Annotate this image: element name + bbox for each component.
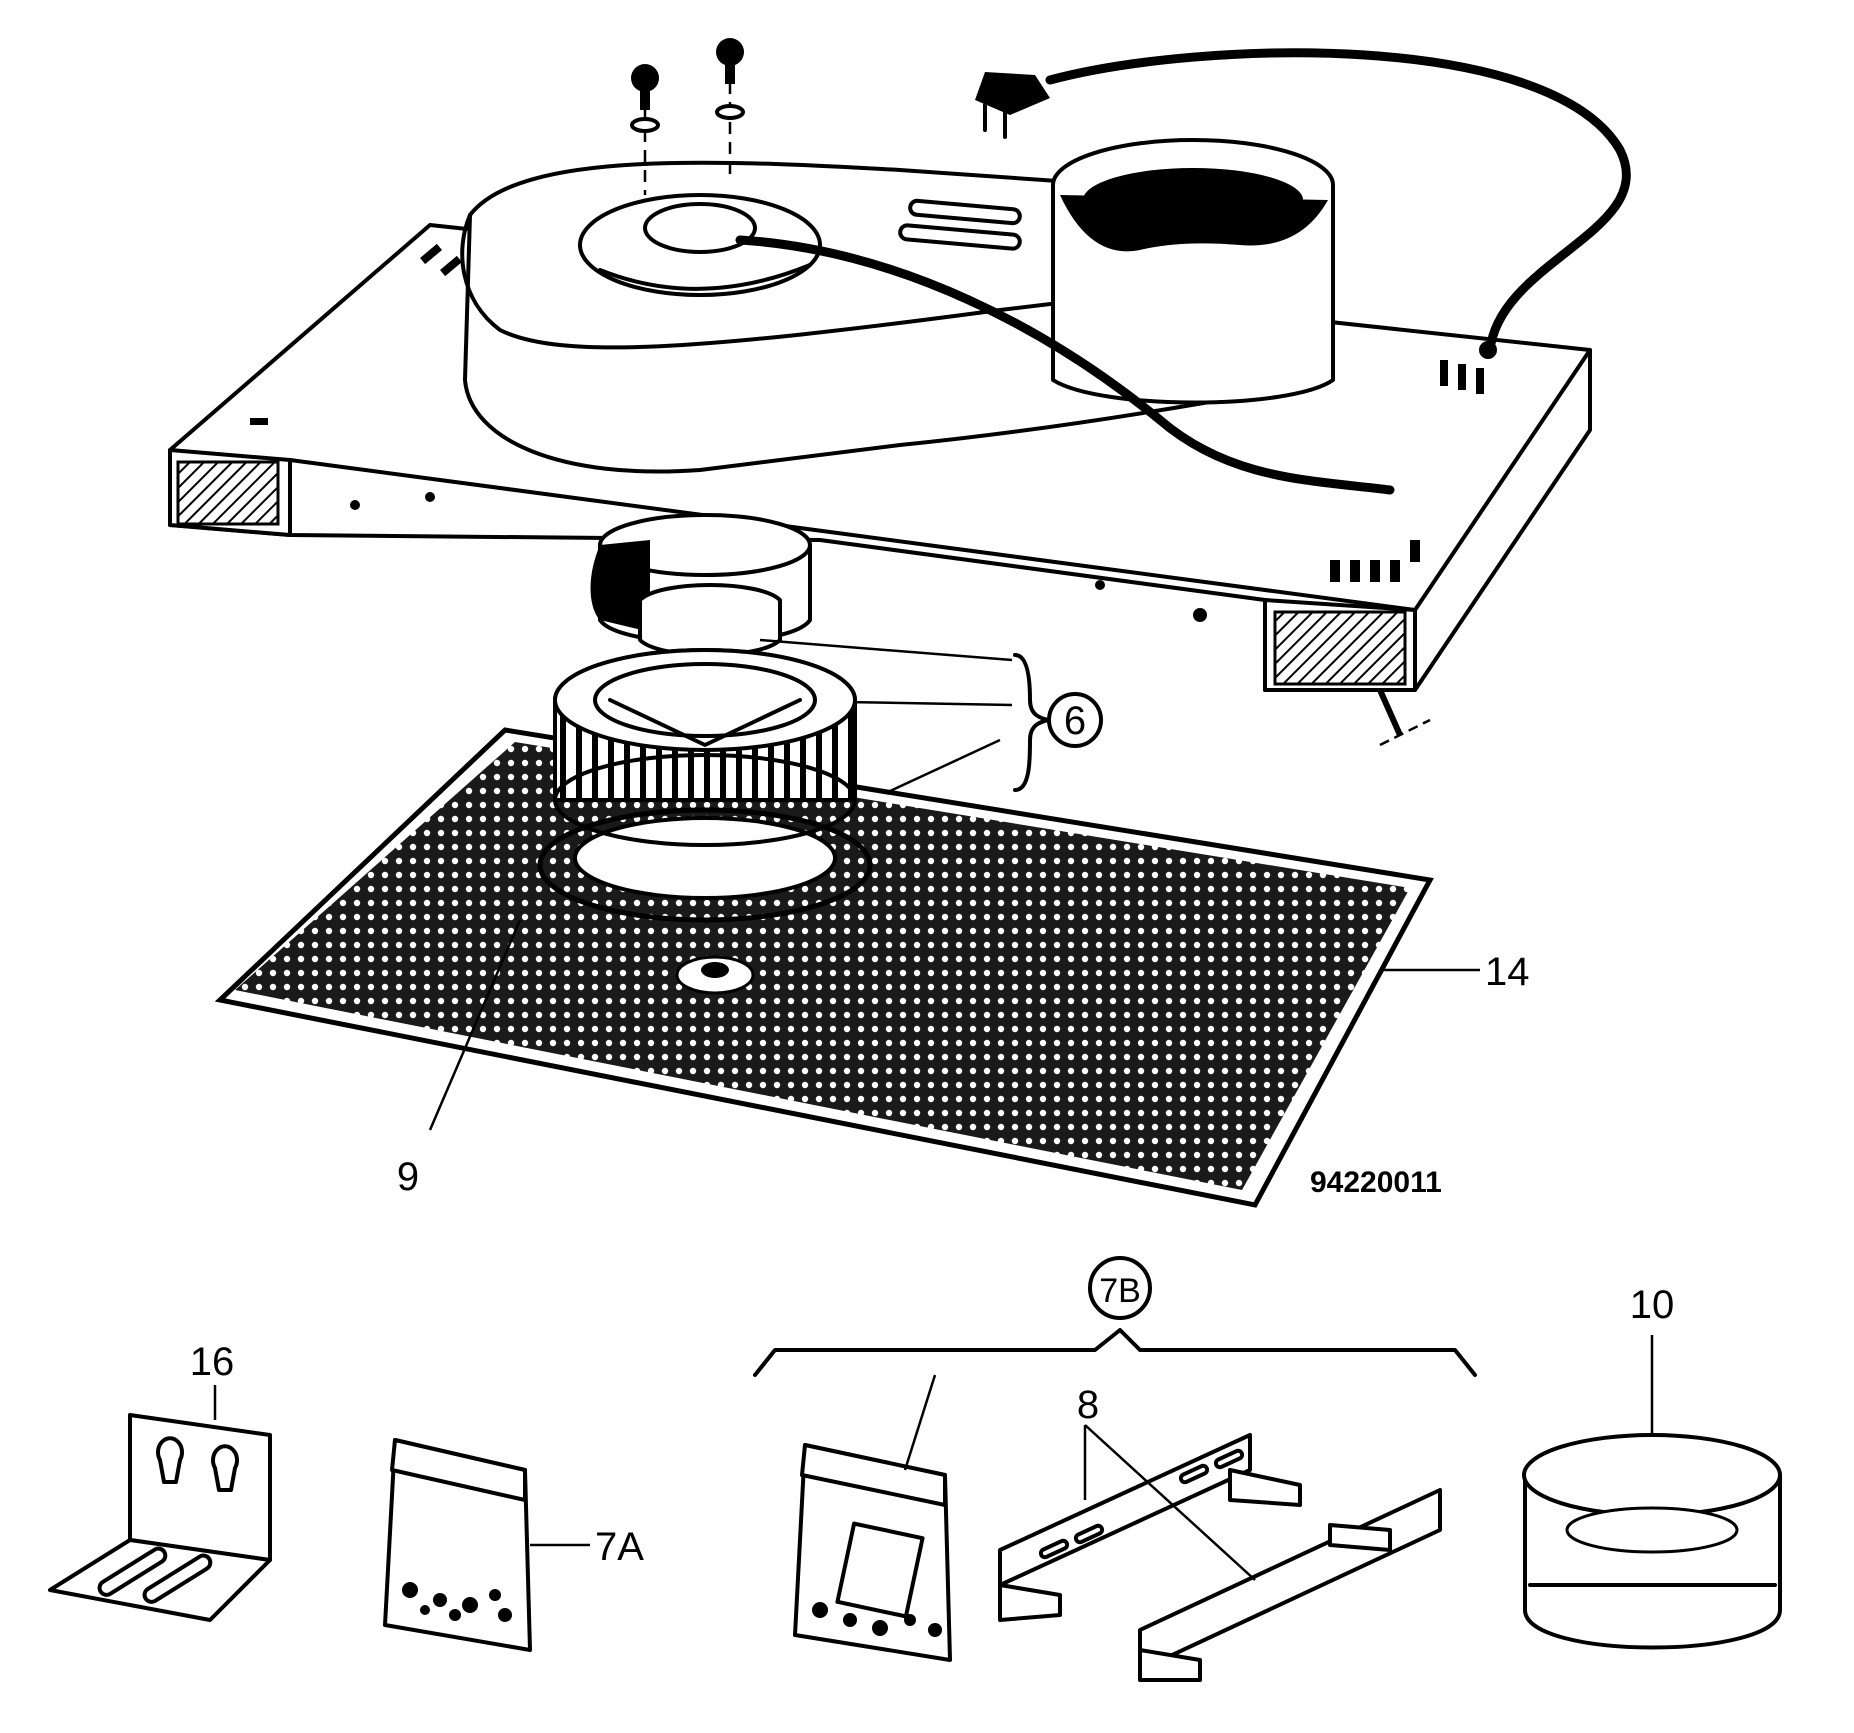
callout-9: 9 (397, 1155, 419, 1199)
part-8-mounting-rails (998, 1424, 1442, 1682)
callout-6: 6 (1064, 699, 1086, 743)
callout-8: 8 (1077, 1383, 1099, 1427)
part-7a-hardware-bag (383, 1438, 590, 1652)
hood-housing (168, 138, 1592, 692)
callout-7a: 7A (595, 1525, 644, 1569)
motor-mount-ring-front (537, 648, 873, 923)
power-cord (735, 48, 1631, 747)
part-7b-group (753, 1256, 1477, 1377)
callout-7b: 7B (1099, 1272, 1141, 1310)
leader-9 (428, 919, 522, 1131)
top-screws (630, 38, 745, 195)
part-7b-hardware-bag (793, 1374, 952, 1662)
part-16-bracket (48, 1385, 272, 1622)
drawing-number: 94220011 (1310, 1166, 1442, 1199)
grease-filter (214, 727, 1434, 1208)
callout-16: 16 (190, 1340, 235, 1384)
callout-10: 10 (1630, 1283, 1675, 1327)
part-10-collar (1522, 1335, 1782, 1650)
motor-unit (590, 513, 812, 735)
callout-14: 14 (1485, 950, 1530, 994)
